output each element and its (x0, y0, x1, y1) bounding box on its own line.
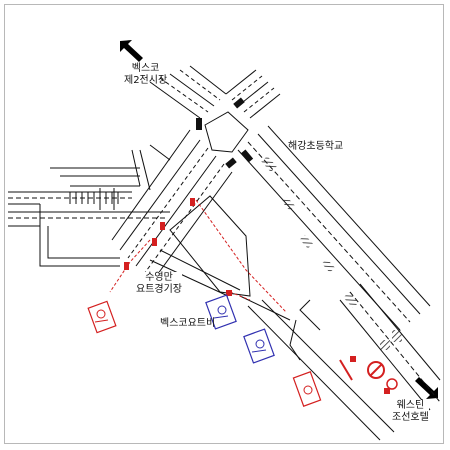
sign-box-blue-top (205, 294, 237, 330)
direction-arrow-northwest-icon (120, 40, 143, 62)
label-yacht-stadium-line2: 요트경기장 (136, 284, 182, 295)
left-streets (8, 144, 171, 267)
label-bexco-hall2-line2: 제2전시장 (124, 75, 168, 86)
road-ne-branch (225, 69, 281, 119)
sign-box-blue-bottom (243, 328, 275, 364)
camera-markers-red (124, 198, 390, 394)
label-bexco-hall2: 벡스코 제2전시장 (124, 63, 167, 87)
label-westin-hotel: 웨스틴 조선호텔 (392, 400, 429, 424)
map-frame (4, 4, 444, 444)
label-yacht-stadium-line1: 수영만 (145, 272, 173, 283)
label-westin-hotel-line1: 웨스틴 (396, 400, 425, 411)
road-sw-branch (111, 129, 233, 283)
label-school: 해강초등학교 (288, 141, 343, 153)
label-school-text: 해강초등학교 (288, 141, 344, 152)
label-westin-hotel-line2: 조선호텔 (392, 412, 429, 423)
no-entry-sign-small-icon (386, 378, 398, 390)
label-yacht-stadium: 수영만 요트경기장 (136, 272, 182, 296)
label-yacht-monument-text: 벡스코요트비 (160, 318, 216, 329)
crosswalk-hatch (261, 156, 402, 350)
label-bexco-hall2-line1: 벡스코 (131, 63, 160, 74)
label-yacht-monument: 벡스코요트비 (160, 318, 215, 330)
road-nw-branch (149, 65, 227, 119)
enforcement-zone-red (109, 199, 353, 381)
direction-arrow-southeast-icon (415, 377, 438, 399)
intersection-island (196, 97, 254, 169)
sign-box-red-right (292, 371, 322, 407)
sign-box-red-left (87, 300, 117, 334)
no-entry-sign-icon (367, 361, 385, 379)
parking-stripes (69, 192, 119, 204)
yacht-stadium-area (149, 195, 395, 441)
